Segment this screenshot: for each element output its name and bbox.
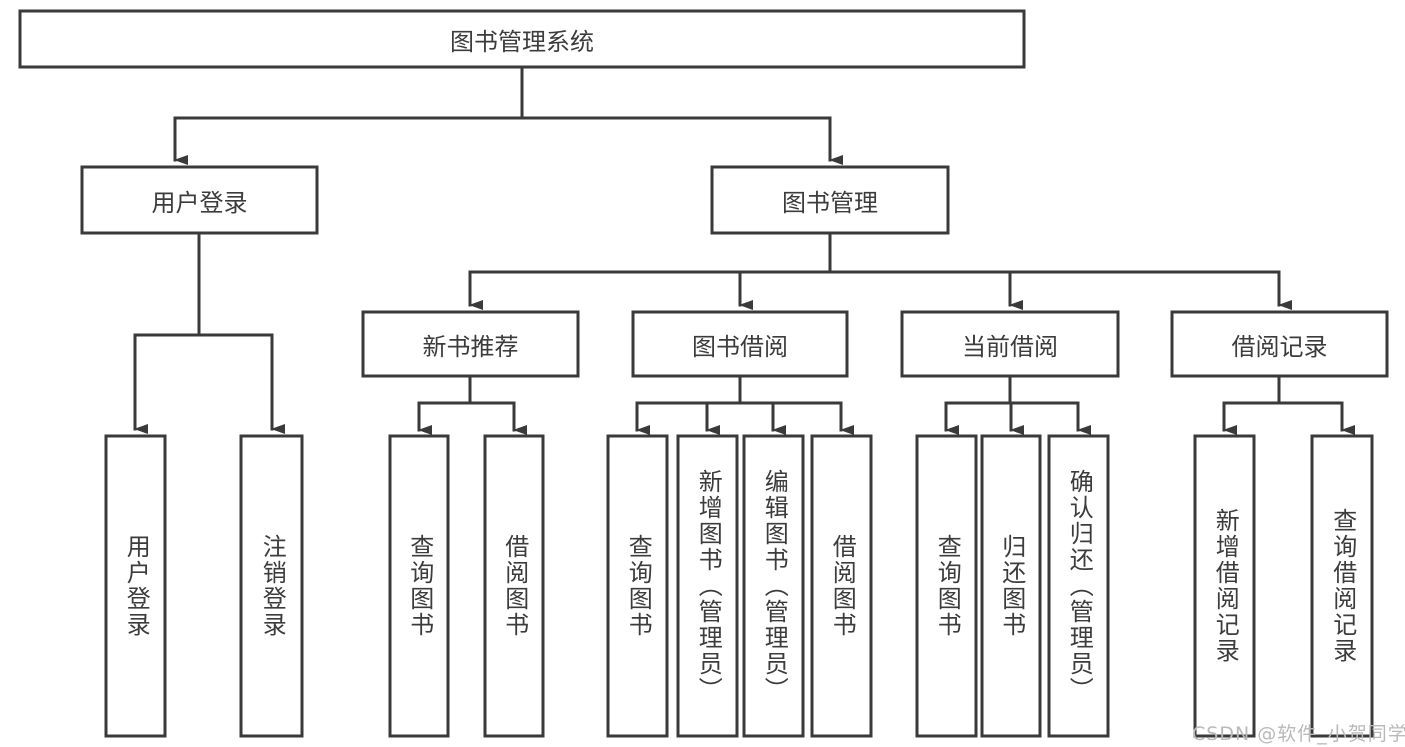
leaf-new-book-0[interactable]: [388, 434, 450, 738]
node-new-book-recommend[interactable]: [361, 310, 580, 378]
leaf-book-borrow-0[interactable]: [606, 434, 669, 738]
node-borrow-records[interactable]: [1170, 310, 1389, 378]
leaf-new-book-1[interactable]: [483, 434, 545, 738]
node-root[interactable]: [18, 9, 1026, 69]
node-book-management[interactable]: [710, 165, 950, 235]
leaf-borrow-records-1[interactable]: [1310, 434, 1374, 738]
leaf-borrow-records-0[interactable]: [1193, 434, 1256, 738]
leaf-user-login-0[interactable]: [104, 434, 167, 738]
leaf-book-borrow-3[interactable]: [810, 434, 873, 738]
leaf-book-borrow-1[interactable]: [676, 434, 739, 738]
node-user-login[interactable]: [80, 165, 319, 235]
leaf-book-borrow-2[interactable]: [742, 434, 805, 738]
watermark-text: CSDN @软件_小贺同学: [1192, 723, 1405, 745]
leaf-current-borrow-0[interactable]: [915, 434, 978, 738]
leaf-user-login-1[interactable]: [239, 434, 304, 738]
node-book-borrow[interactable]: [631, 310, 849, 378]
leaf-current-borrow-2[interactable]: [1047, 434, 1110, 738]
leaf-current-borrow-1[interactable]: [980, 434, 1042, 738]
node-current-borrow[interactable]: [900, 310, 1120, 378]
